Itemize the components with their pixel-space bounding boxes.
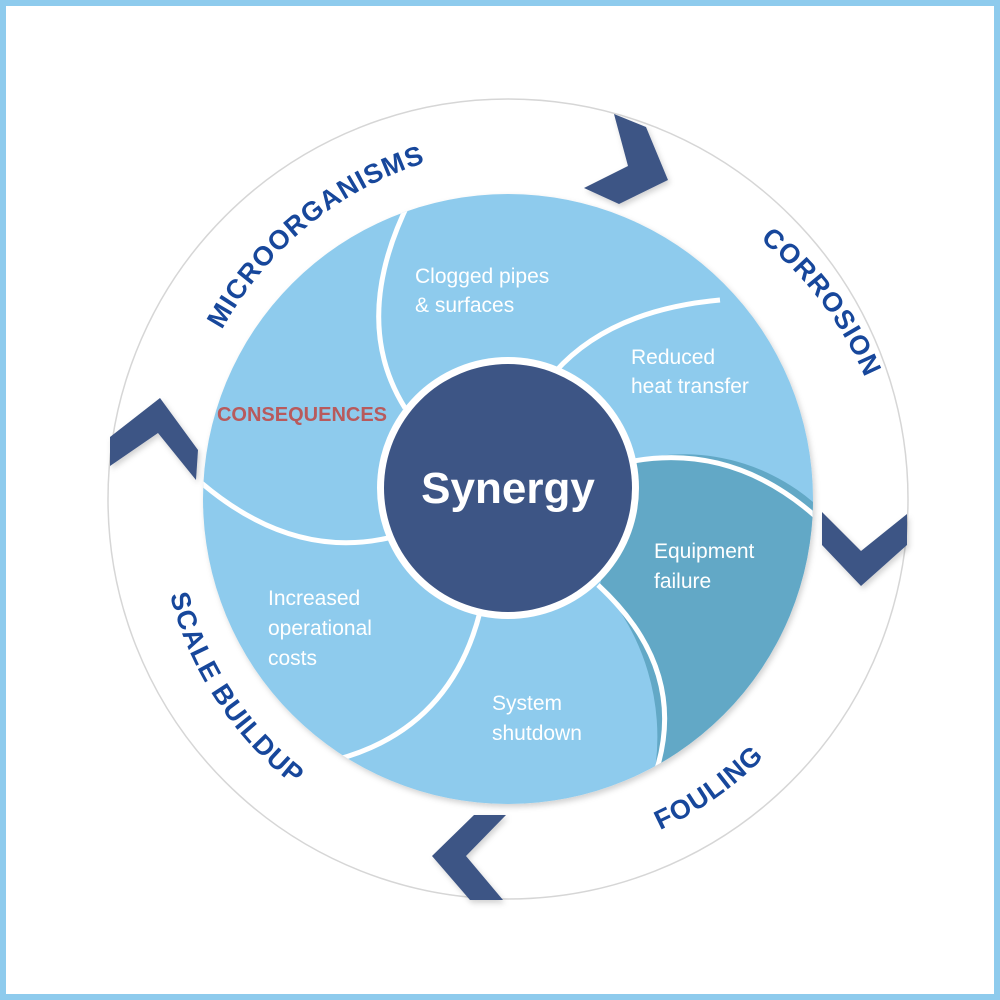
consequence-line: heat transfer xyxy=(631,375,749,398)
consequence-line: System xyxy=(492,692,562,715)
separator-3 xyxy=(627,455,813,532)
petal-separators xyxy=(203,198,813,776)
separator-1 xyxy=(376,198,413,410)
consequence-increased-costs: Increased operational costs xyxy=(268,587,372,670)
consequence-line: Reduced xyxy=(631,346,715,369)
consequence-line: Clogged pipes xyxy=(415,265,549,288)
consequence-line: shutdown xyxy=(492,722,582,745)
section-title: CONSEQUENCES xyxy=(217,404,387,426)
consequence-line: Equipment xyxy=(654,540,755,563)
center-label: Synergy xyxy=(421,464,595,513)
consequence-line: & surfaces xyxy=(415,294,514,317)
chevron-left-icon xyxy=(110,398,198,480)
consequence-line: operational xyxy=(268,617,372,640)
chevron-top-right-icon xyxy=(584,114,668,204)
consequence-line: Increased xyxy=(268,587,360,610)
center-circle xyxy=(384,364,632,612)
consequence-line: failure xyxy=(654,570,711,593)
consequence-line: costs xyxy=(268,647,317,670)
consequence-equipment-failure: Equipment failure xyxy=(654,540,755,593)
chevron-bottom-icon xyxy=(432,815,506,900)
separator-2 xyxy=(553,297,721,374)
separator-5 xyxy=(334,611,483,763)
separator-4 xyxy=(596,583,668,776)
consequence-reduced-heat-transfer: Reduced heat transfer xyxy=(631,346,749,398)
separator-6 xyxy=(203,478,389,546)
consequence-clogged-pipes: Clogged pipes & surfaces xyxy=(415,265,549,317)
consequence-system-shutdown: System shutdown xyxy=(492,692,582,745)
chevron-right-icon xyxy=(822,512,907,586)
